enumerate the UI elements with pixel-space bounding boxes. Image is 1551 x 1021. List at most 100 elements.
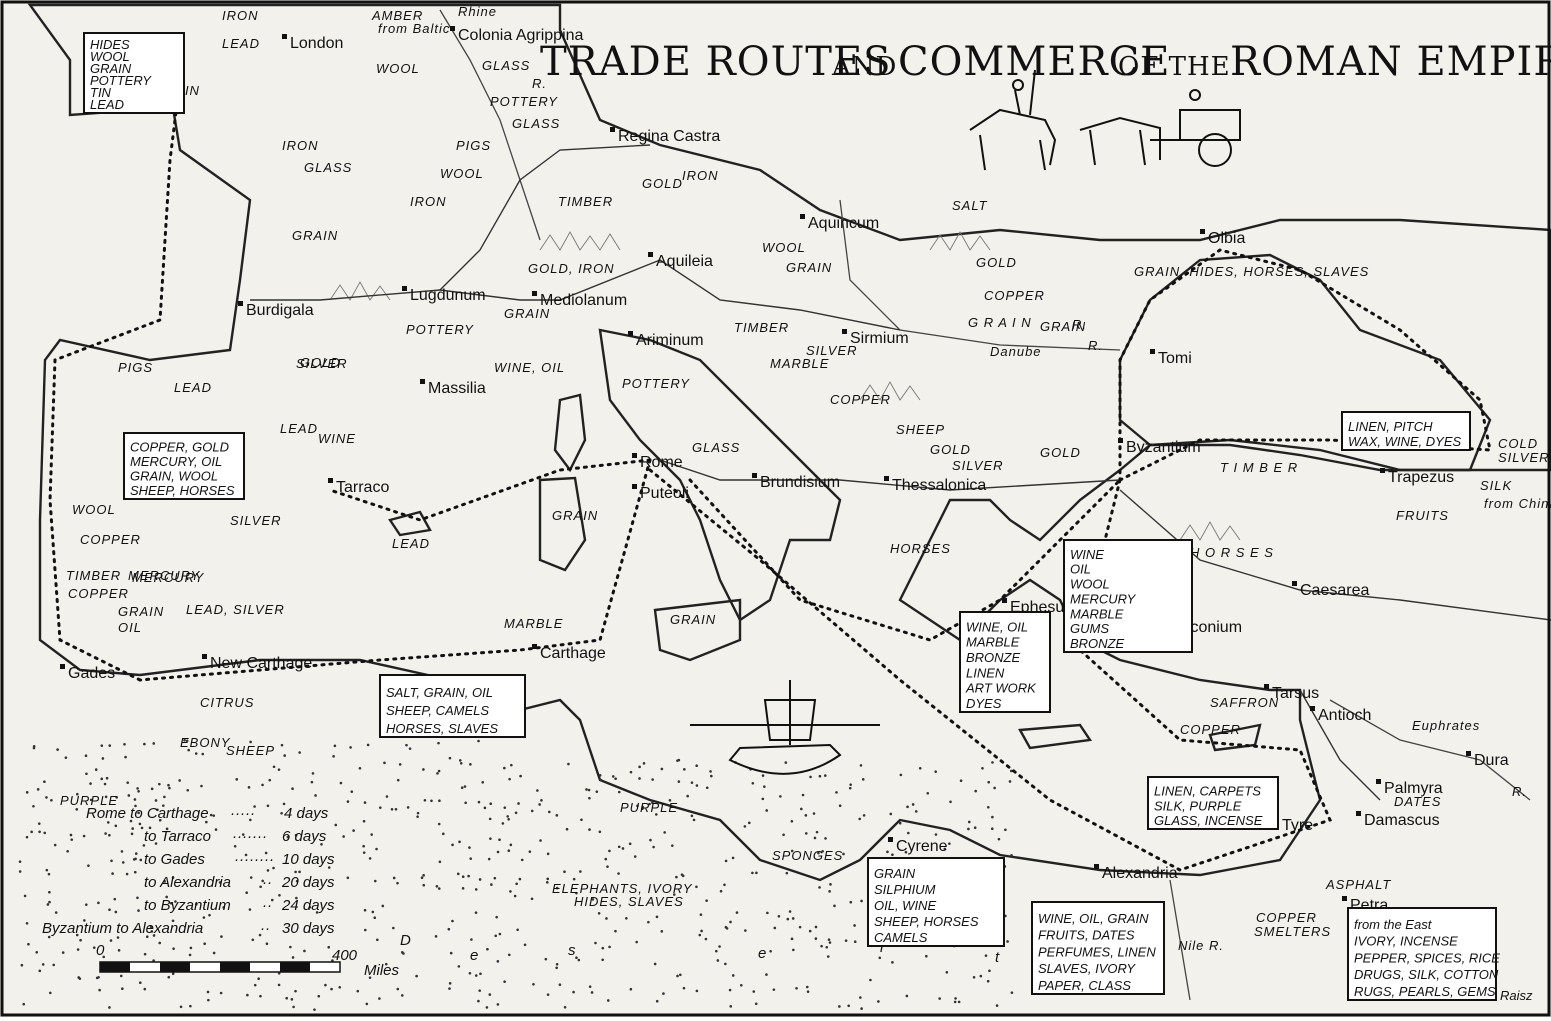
goods-label: SALT [952, 198, 988, 213]
goods-label: SPONGES [772, 848, 843, 863]
city-alexandria: Alexandria [1094, 864, 1178, 882]
commodity-line: MERCURY [1070, 591, 1137, 606]
city-antioch: Antioch [1310, 706, 1371, 724]
city-mediolanum: Mediolanum [532, 291, 627, 309]
goods-label: GRAIN [504, 306, 550, 321]
goods-label: POTTERY [490, 94, 558, 109]
desert-letter: t [995, 949, 1000, 966]
commodity-line: WINE, OIL, GRAIN [1038, 911, 1149, 926]
commodity-line: MARBLE [966, 635, 1020, 650]
goods-label: TIMBER [734, 320, 789, 335]
legend-duration: 30 days [282, 920, 335, 937]
goods-label: SILVER [806, 343, 858, 358]
goods-label: R. [1072, 317, 1087, 332]
commodity-line: LEAD [90, 97, 124, 112]
goods-label: GOLD [976, 255, 1017, 270]
goods-label: POTTERY [406, 322, 474, 337]
goods-label: R. [1512, 784, 1527, 799]
commodity-line: PAPER, CLASS [1038, 978, 1131, 993]
legend-dots: ·· [262, 897, 272, 914]
goods-label: GLASS [304, 160, 352, 175]
desert-letter: e [758, 945, 766, 962]
crete [1018, 723, 1093, 750]
commodity-line: IVORY, INCENSE [1354, 934, 1458, 949]
goods-label: GRAIN [292, 228, 338, 243]
corsica [553, 393, 587, 473]
signature: Raisz [1500, 988, 1533, 1003]
goods-label: SAFFRON [1210, 695, 1279, 710]
city-label-tarsus: Tarsus [1272, 685, 1319, 702]
city-aquileia: Aquileia [648, 252, 713, 270]
city-dura: Dura [1466, 751, 1509, 769]
city-label-alexandria: Alexandria [1102, 865, 1178, 882]
commodity-line: MARBLE [1070, 606, 1124, 621]
goods-label: GRAIN [1040, 319, 1086, 334]
city-label-gades: Gades [68, 665, 115, 682]
city-label-brundisium: Brundisium [760, 474, 840, 491]
goods-label: GOLD [642, 176, 683, 191]
legend-from: Rome to Carthage [86, 805, 209, 822]
goods-label: GRAIN [670, 612, 716, 627]
goods-label: R. [532, 76, 547, 91]
goods-label: Nile R. [1178, 938, 1224, 953]
legend-row: to Tarraco·······6 days [144, 828, 327, 845]
title-and: AND [831, 52, 897, 82]
commodity-line: LINEN, CARPETS [1154, 784, 1261, 799]
city-label-puteoli: Puteoli [640, 485, 689, 502]
commodity-line: WAX, WINE, DYES [1348, 434, 1461, 449]
goods-label: ELEPHANTS, IVORY [552, 881, 693, 896]
commodity-line: SHEEP, HORSES [874, 914, 979, 929]
scale-zero: 0 [96, 942, 105, 959]
goods-label: MARBLE [770, 356, 829, 371]
goods-label: GOLD, IRON [528, 261, 615, 276]
city-brundisium: Brundisium [752, 473, 840, 491]
legend-dots: ······· [232, 828, 267, 845]
goods-label: GLASS [482, 58, 530, 73]
commodity-line: PEPPER, SPICES, RICE [1354, 950, 1500, 965]
commodity-line: GRAIN [90, 61, 132, 76]
city-olbia: Olbia [1200, 229, 1245, 247]
goods-label: POTTERY [622, 376, 690, 391]
legend-row: Rome to Carthage·····4 days [86, 805, 329, 822]
city-byzantium: Byzantium [1118, 438, 1201, 456]
goods-label: PURPLE [60, 793, 118, 808]
scale-bar: 0 400 Miles [96, 942, 400, 979]
goods-label: LEAD [280, 421, 318, 436]
goods-label: G R A I N [968, 315, 1032, 330]
commodity-line: FRUITS, DATES [1038, 928, 1135, 943]
travel-time-legend: Rome to Carthage·····4 days to Tarraco···… [42, 805, 335, 937]
goods-label: WINE, OIL [494, 360, 565, 375]
title-of-the: OF THE [1118, 52, 1231, 82]
city-label-caesarea: Caesarea [1300, 582, 1369, 599]
goods-label: Euphrates [1412, 718, 1480, 733]
city-tomi: Tomi [1150, 349, 1192, 367]
city-label-tarraco: Tarraco [336, 479, 389, 496]
goods-label: LEAD, SILVER [186, 602, 285, 617]
city-label-dura: Dura [1474, 752, 1509, 769]
commodity-line: OIL [1070, 562, 1091, 577]
goods-label: TIMBER [558, 194, 613, 209]
sardinia [538, 476, 587, 572]
city-label-palmyra: Palmyra [1384, 780, 1443, 797]
goods-label: MERCURY [128, 568, 201, 583]
city-lugdunum: Lugdunum [402, 286, 486, 304]
goods-label: COPPER [68, 586, 129, 601]
commodity-line: WOOL [90, 49, 130, 64]
desert-stipple [18, 738, 1014, 1011]
goods-label: GLASS [692, 440, 740, 455]
commodity-line: BRONZE [1070, 636, 1125, 651]
goods-label: GRAIN [118, 604, 164, 619]
legend-row: to Gades········10 days [144, 851, 335, 868]
goods-label: AMBER [371, 8, 423, 23]
goods-label: from China [1484, 496, 1551, 511]
goods-label: PIGS [456, 138, 491, 153]
city-damascus: Damascus [1356, 811, 1440, 829]
commodity-line: SILPHIUM [874, 882, 936, 897]
goods-label: GOLD [1040, 445, 1081, 460]
